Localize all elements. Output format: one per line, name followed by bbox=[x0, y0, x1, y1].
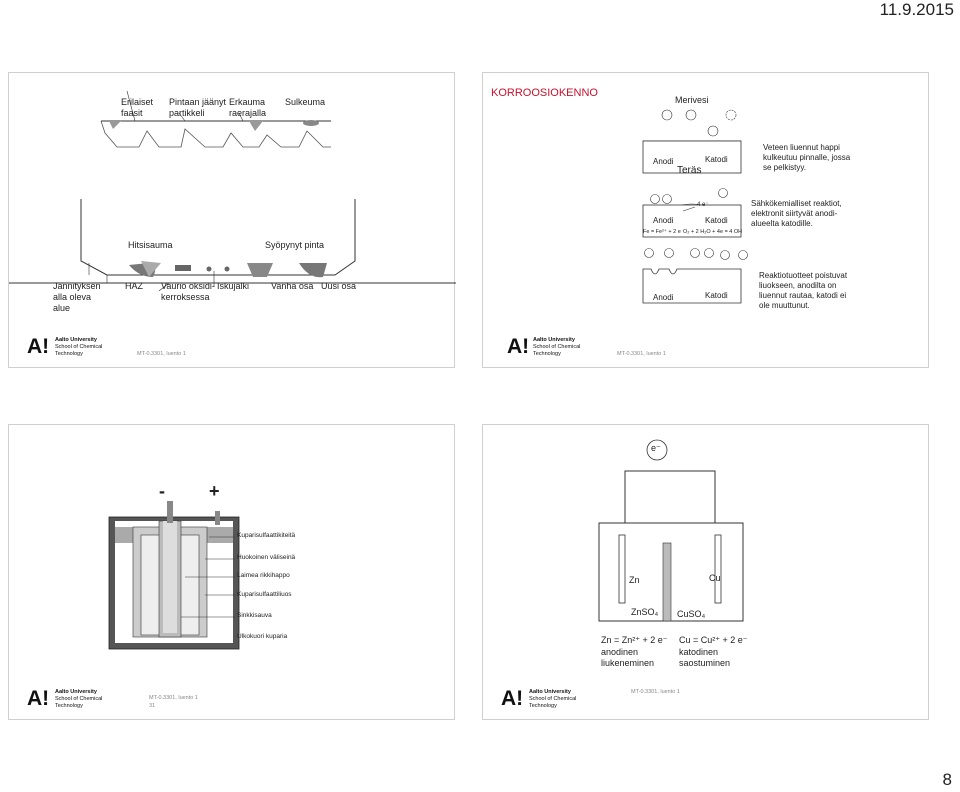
text-step-1: Veteen liuennut happi kulkeutuu pinnalle… bbox=[763, 143, 851, 172]
label-merivesi: Merivesi bbox=[675, 95, 709, 105]
label-jannitys: Jännityksen alla oleva alue bbox=[53, 281, 101, 313]
label-teras: Teräs bbox=[677, 165, 702, 176]
cu-equation: Cu = Cu²⁺ + 2 e⁻ bbox=[679, 635, 748, 645]
slide-korroosiokenno: KORROOSIOKENNO Merivesi Anodi Katodi Ter… bbox=[482, 72, 929, 368]
course-code: MT-0.3301, luento 1 bbox=[617, 351, 666, 357]
text-step-2: Sähkökemialliset reaktiot, elektronit si… bbox=[751, 199, 842, 228]
label-katodi-3: Katodi bbox=[705, 291, 728, 300]
cu-desc-2: saostuminen bbox=[679, 658, 731, 668]
label-porous-wall: Huokoinen väliseinä bbox=[237, 554, 296, 561]
label-cu: Cu bbox=[709, 573, 721, 583]
label-anodi-3: Anodi bbox=[653, 293, 674, 302]
label-erilaiset-faasit: Erilaiset faasit bbox=[121, 97, 154, 118]
course-code: MT-0.3301, luento 1 bbox=[137, 351, 186, 357]
label-electron: e⁻ bbox=[651, 443, 661, 453]
label-plus: + bbox=[209, 481, 220, 501]
label-partikkeli: Pintaan jäänyt partikkeli bbox=[169, 97, 227, 118]
label-crystals: Kuparisulfaattikiteitä bbox=[237, 532, 296, 539]
label-cuso4: CuSO₄ bbox=[677, 609, 706, 619]
label-vaurio: Vaurio oksidi-kerroksessa bbox=[161, 281, 215, 302]
eq-cathode: O₂ + 2 H₂O + 4e = 4 OH bbox=[683, 229, 743, 235]
label-znso4: ZnSO₄ bbox=[631, 607, 659, 617]
slide-title: KORROOSIOKENNO bbox=[491, 87, 598, 99]
label-zn: Zn bbox=[629, 575, 640, 585]
slide-galvanic-cell: e⁻ Zn Cu ZnSO₄ CuSO₄ Zn = Zn²⁺ + 2 e⁻ an… bbox=[482, 424, 929, 720]
label-sulfuric-acid: Laimea rikkihappo bbox=[237, 572, 290, 579]
zn-equation: Zn = Zn²⁺ + 2 e⁻ bbox=[601, 635, 668, 645]
label-zinc-rod: Sinkkisauva bbox=[237, 612, 272, 619]
label-minus: - bbox=[159, 481, 165, 501]
aalto-logo: A! bbox=[27, 687, 50, 710]
eq-anode: Fe = Fe²⁺ + 2 e bbox=[643, 229, 681, 235]
label-iskujalki: Iskujälki bbox=[217, 281, 250, 291]
weld-corrosion-diagram bbox=[9, 90, 456, 292]
label-syopynyt-pinta: Syöpynyt pinta bbox=[265, 240, 325, 250]
zn-desc-1: anodinen bbox=[601, 647, 639, 657]
galvanic-cell-diagram bbox=[598, 439, 744, 622]
course-slide-number: 31 bbox=[149, 703, 156, 709]
label-uusi-osa: Uusi osa bbox=[321, 281, 357, 291]
corrosion-cell-diagram bbox=[642, 109, 748, 304]
label-haz: HAZ bbox=[125, 281, 143, 291]
aalto-logo: A! bbox=[507, 335, 530, 358]
label-hitsisauma: Hitsisauma bbox=[128, 240, 173, 250]
text-step-3: Reaktiotuotteet poistuvat liuokseen, ano… bbox=[759, 271, 848, 310]
page-number: 8 bbox=[942, 770, 952, 789]
label-sulkeuma: Sulkeuma bbox=[285, 97, 326, 107]
label-copper-sulfate: Kuparisulfaattiliuos bbox=[237, 591, 292, 598]
label-anodi-2: Anodi bbox=[653, 216, 674, 225]
label-erkauma: Erkauma raerajalla bbox=[229, 97, 267, 118]
aalto-logo: A! bbox=[27, 335, 50, 358]
label-copper-shell: Ulkokuori kuparia bbox=[237, 633, 288, 640]
label-katodi-2: Katodi bbox=[705, 216, 728, 225]
zn-desc-2: liukeneminen bbox=[601, 658, 655, 668]
course-code: MT-0.3301, luento 1 bbox=[631, 689, 680, 695]
course-code: MT-0.3301, luento 1 bbox=[149, 695, 198, 701]
slide-weld-corrosion: Erilaiset faasit Pintaan jäänyt partikke… bbox=[8, 72, 456, 368]
cu-desc-1: katodinen bbox=[679, 647, 719, 657]
cell-cross-section bbox=[108, 501, 240, 650]
label-katodi-1: Katodi bbox=[705, 155, 728, 164]
aalto-logo: A! bbox=[501, 687, 524, 710]
label-electrons: 4 e⁻ bbox=[697, 202, 709, 208]
page-date: 11.9.2015 bbox=[879, 0, 954, 19]
slide-daniell-cell: - + Kuparisulfaattikiteitä Huokoinen väl… bbox=[8, 424, 455, 720]
label-anodi-1: Anodi bbox=[653, 157, 674, 166]
label-vanha-osa: Vanha osa bbox=[271, 281, 314, 291]
